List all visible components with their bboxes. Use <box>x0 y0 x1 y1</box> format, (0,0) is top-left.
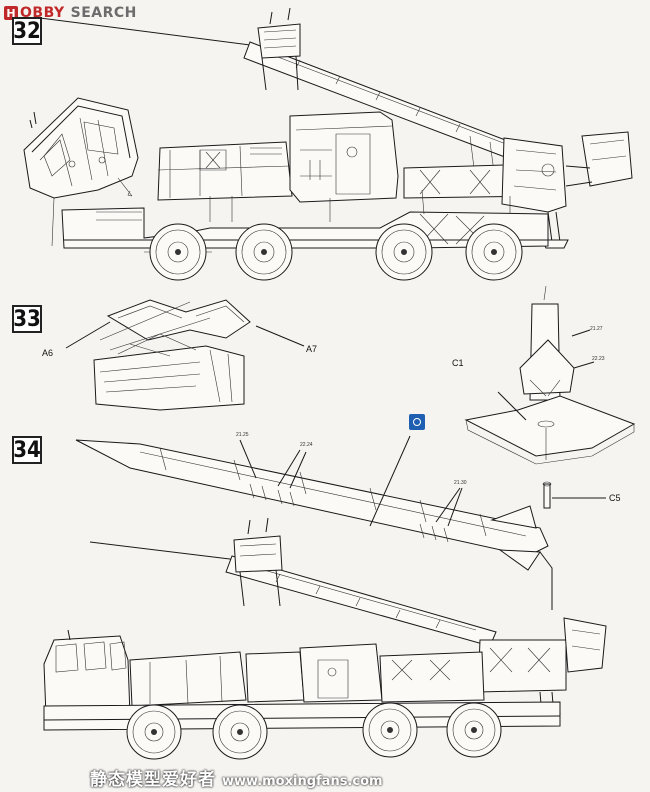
callout-ref-5: 21.30 <box>454 480 467 486</box>
callout-a7: A7 <box>306 344 318 354</box>
watermark: 静态模型爱好者 www.moxingfans.com <box>90 765 383 790</box>
callout-ref-2: 22.23 <box>592 356 605 362</box>
step-33-number: 33 <box>12 305 42 333</box>
base-stand-drawing <box>466 286 634 508</box>
step32-truck-drawing <box>24 8 632 280</box>
step32-launcher-rail <box>40 8 526 172</box>
step-34-number: 34 <box>12 436 42 464</box>
callout-ref-4: 22.24 <box>300 442 313 448</box>
step34-truck-drawing <box>44 518 606 759</box>
step34-missile-drawing <box>76 436 552 610</box>
watermark-url[interactable]: www.moxingfans.com <box>222 774 383 789</box>
step32-wheels <box>144 224 522 280</box>
cement-icon <box>409 414 425 430</box>
step32-rear-section <box>404 132 632 248</box>
watermark-chinese: 静态模型爱好者 <box>90 770 216 790</box>
step32-cab-part <box>24 98 138 198</box>
logo-mark-icon: H <box>4 6 18 20</box>
callout-ref-1: 21.27 <box>590 326 603 332</box>
step-32-number: 32 <box>12 17 42 45</box>
callout-c5: C5 <box>609 493 621 503</box>
callout-a6: A6 <box>42 348 54 358</box>
callout-ref-3: 21.25 <box>236 432 249 438</box>
logo-search: SEARCH <box>70 5 137 21</box>
callout-c1: C1 <box>452 358 464 368</box>
step32-body-modules <box>158 112 398 202</box>
step33-drawing <box>66 300 304 410</box>
